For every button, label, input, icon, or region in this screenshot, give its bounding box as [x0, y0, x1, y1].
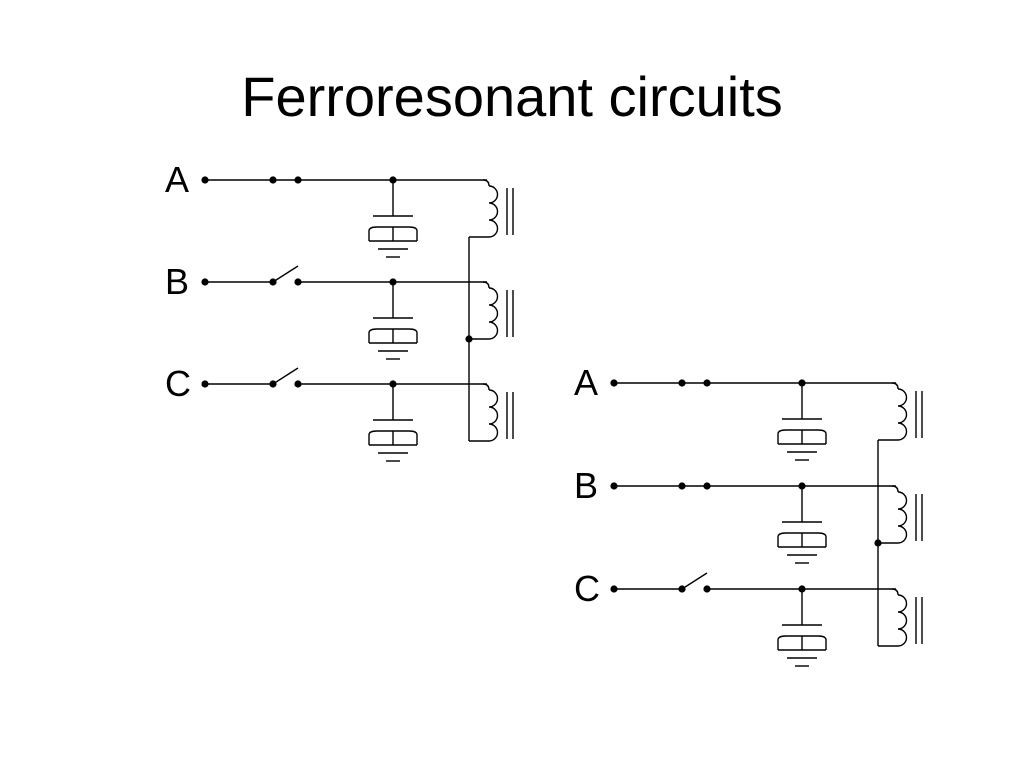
slide-title: Ferroresonant circuits [241, 65, 783, 128]
open-switch-icon [269, 265, 302, 286]
open-switch-icon [678, 572, 711, 593]
closed-switch-icon [678, 379, 711, 387]
inductor-icon [878, 594, 923, 647]
coil-winding [488, 185, 499, 238]
phase-label: B [165, 261, 189, 302]
inductor-icon [469, 389, 514, 442]
coil-lead [891, 382, 899, 390]
coil-lead [891, 588, 899, 596]
capacitor-icon [368, 180, 418, 258]
circuit-1: A B C [165, 159, 514, 462]
switch-blade [681, 572, 708, 590]
switch-blade [272, 265, 299, 283]
capacitor-icon [368, 282, 418, 360]
neutral-junction-dot [874, 539, 882, 547]
phase-a: A [574, 362, 923, 461]
neutral-junction-dot [465, 335, 473, 343]
phase-label: C [165, 363, 191, 404]
coil-lead [482, 383, 490, 391]
coil-lead [891, 485, 899, 493]
coil-lead [482, 281, 490, 289]
inductor-icon [878, 491, 923, 544]
coil-lead [482, 179, 490, 187]
capacitor-icon [777, 486, 827, 564]
phase-label: A [574, 362, 598, 403]
inductor-icon [469, 287, 514, 340]
phase-b: B [574, 465, 923, 564]
phase-c: C [574, 568, 923, 667]
capacitor-icon [368, 384, 418, 462]
coil-winding [897, 491, 908, 544]
coil-winding [897, 594, 908, 647]
phase-label: B [574, 465, 598, 506]
inductor-icon [878, 388, 923, 441]
inductor-icon [469, 185, 514, 238]
phase-c: C [165, 363, 514, 462]
coil-winding [488, 389, 499, 442]
closed-switch-icon [269, 176, 302, 184]
capacitor-icon [777, 383, 827, 461]
circuit-2: A B C [574, 362, 923, 667]
coil-winding [488, 287, 499, 340]
phase-b: B [165, 261, 514, 360]
phase-label: C [574, 568, 600, 609]
phase-a: A [165, 159, 514, 258]
capacitor-icon [777, 589, 827, 667]
coil-winding [897, 388, 908, 441]
phase-label: A [165, 159, 189, 200]
switch-blade [272, 367, 299, 385]
closed-switch-icon [678, 482, 711, 490]
open-switch-icon [269, 367, 302, 388]
